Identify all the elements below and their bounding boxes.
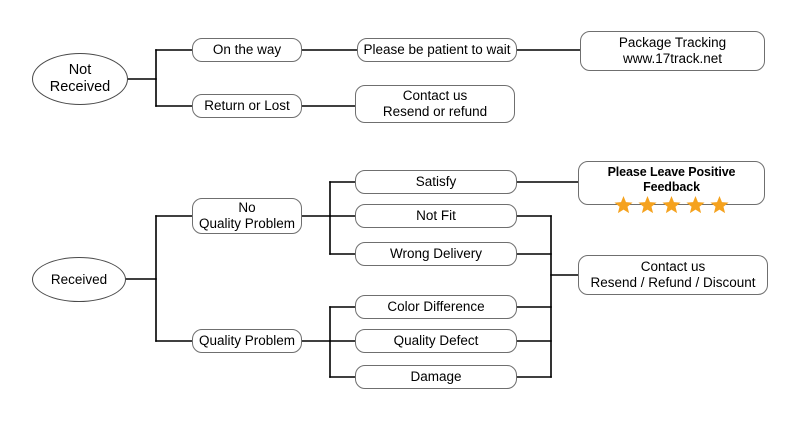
node-on-the-way-label: On the way (212, 42, 282, 58)
star-icon[interactable] (686, 195, 705, 215)
node-satisfy[interactable]: Satisfy (355, 170, 517, 194)
node-received[interactable]: Received (32, 257, 126, 302)
node-damage-label: Damage (410, 369, 462, 385)
node-return-or-lost[interactable]: Return or Lost (192, 94, 302, 118)
node-package-tracking[interactable]: Package Tracking www.17track.net (580, 31, 765, 71)
node-quality-defect[interactable]: Quality Defect (355, 329, 517, 353)
node-please-be-patient-label: Please be patient to wait (363, 42, 511, 58)
node-contact-us-resend-refund-discount[interactable]: Contact us Resend / Refund / Discount (578, 255, 768, 295)
star-rating[interactable] (614, 195, 729, 215)
node-received-label: Received (50, 271, 108, 287)
node-not-fit-label: Not Fit (416, 208, 456, 224)
star-icon[interactable] (614, 195, 633, 215)
node-contact-us-resend-refund-discount-label: Contact us Resend / Refund / Discount (590, 259, 756, 290)
node-no-quality-problem-label: No Quality Problem (198, 200, 296, 231)
node-contact-us-resend-refund[interactable]: Contact us Resend or refund (355, 85, 515, 123)
node-damage[interactable]: Damage (355, 365, 517, 389)
node-satisfy-label: Satisfy (415, 174, 457, 190)
node-quality-defect-label: Quality Defect (393, 333, 479, 349)
star-icon[interactable] (638, 195, 657, 215)
star-icon[interactable] (710, 195, 729, 215)
node-positive-feedback-label: Please Leave Positive Feedback (607, 165, 736, 194)
node-color-difference[interactable]: Color Difference (355, 295, 517, 319)
node-contact-us-resend-refund-label: Contact us Resend or refund (382, 88, 488, 119)
node-on-the-way[interactable]: On the way (192, 38, 302, 62)
node-positive-feedback[interactable]: Please Leave Positive Feedback (578, 161, 765, 213)
star-icon[interactable] (662, 195, 681, 215)
node-quality-problem-label: Quality Problem (198, 333, 296, 349)
node-not-fit[interactable]: Not Fit (355, 204, 517, 228)
node-wrong-delivery-label: Wrong Delivery (389, 246, 483, 262)
node-not-received[interactable]: Not Received (32, 53, 128, 105)
node-package-tracking-label: Package Tracking www.17track.net (618, 35, 727, 66)
node-please-be-patient[interactable]: Please be patient to wait (357, 38, 517, 62)
node-color-difference-label: Color Difference (387, 299, 485, 315)
node-quality-problem[interactable]: Quality Problem (192, 329, 302, 353)
node-return-or-lost-label: Return or Lost (204, 98, 290, 114)
node-not-received-label: Not Received (49, 61, 111, 95)
node-no-quality-problem[interactable]: No Quality Problem (192, 198, 302, 234)
node-wrong-delivery[interactable]: Wrong Delivery (355, 242, 517, 266)
